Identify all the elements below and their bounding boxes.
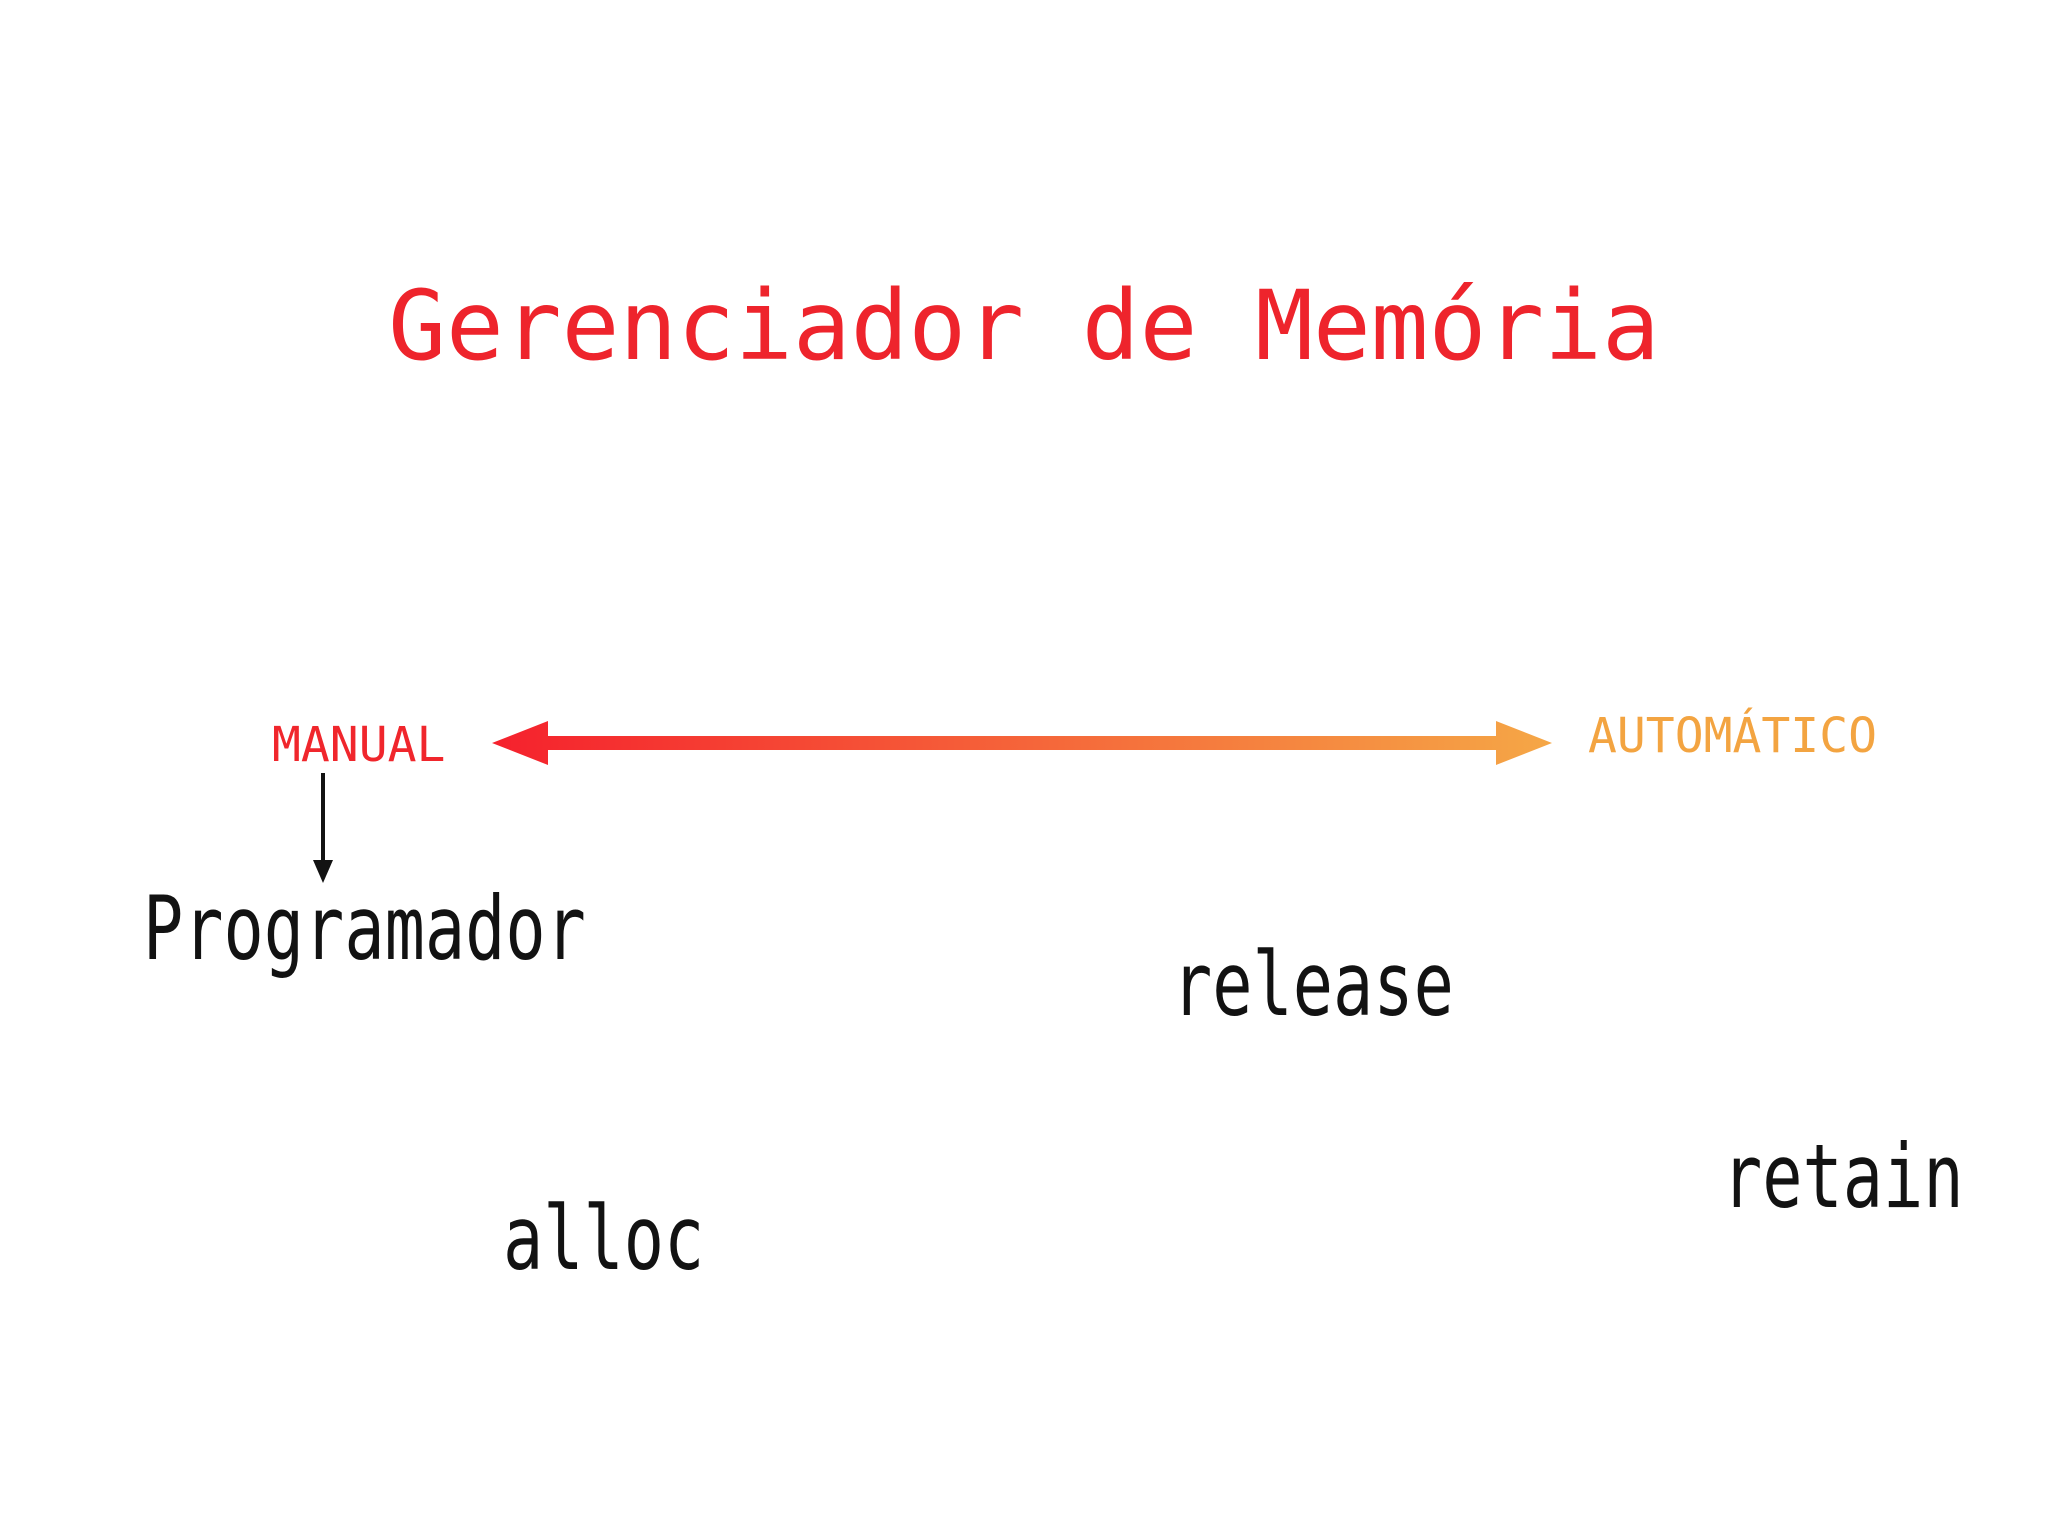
manual-label: MANUAL <box>272 717 446 773</box>
automatico-label: AUTOMÁTICO <box>1588 708 1877 764</box>
retain-label: retain <box>1722 1125 1964 1228</box>
programador-label: Programador <box>143 877 586 980</box>
manual-automatic-spectrum-arrow-icon <box>492 721 1552 765</box>
down-arrow-icon <box>313 773 333 883</box>
alloc-label: alloc <box>503 1187 705 1290</box>
page-title: Gerenciador de Memória <box>388 270 1660 382</box>
release-label: release <box>1172 933 1454 1036</box>
